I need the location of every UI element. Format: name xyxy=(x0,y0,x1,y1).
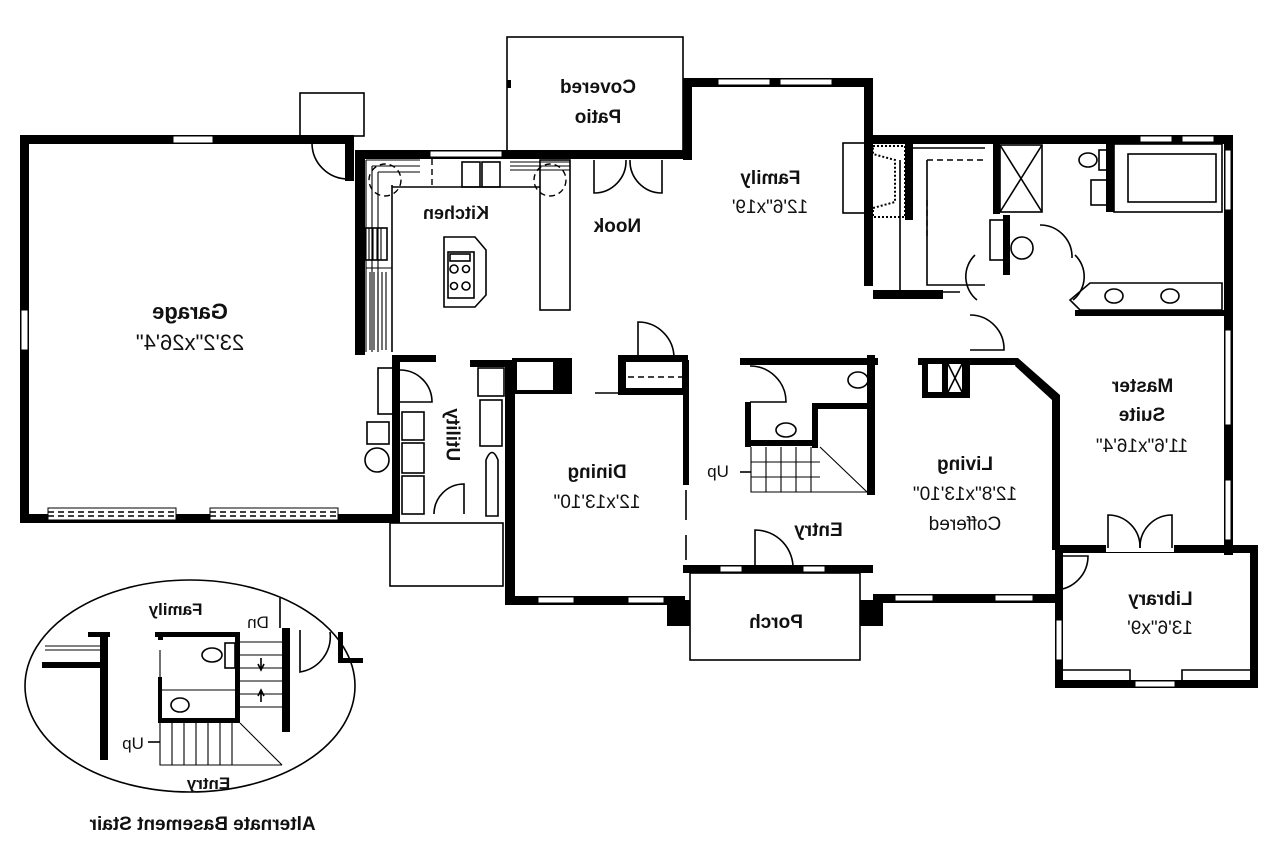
living-area xyxy=(873,358,1089,603)
garage-dims: 23'2"x26'4" xyxy=(136,330,244,355)
living-dims: 12'8"x13'10" xyxy=(913,484,1017,505)
utility-area xyxy=(389,355,510,587)
entry-stair-up-label: Up xyxy=(707,462,729,481)
dining-area xyxy=(505,321,689,605)
inset-entry-label: Entry xyxy=(186,774,230,793)
living-note: Coffered xyxy=(929,514,1002,535)
master-suite-label-line1: Master xyxy=(1111,376,1173,397)
entry-area xyxy=(683,355,878,573)
inset-up-label: Up xyxy=(122,734,144,753)
kitchen-area xyxy=(355,150,571,355)
living-label: Living xyxy=(937,454,993,475)
garage-label: Garage xyxy=(152,299,228,324)
kitchen-label: Kitchen xyxy=(423,203,489,223)
family-label: Family xyxy=(740,168,801,189)
covered-patio-label-line1: Covered xyxy=(560,77,636,98)
family-area xyxy=(593,78,913,286)
family-dims: 12'6"x19' xyxy=(732,197,808,218)
inset-title: Alternate Basement Stair xyxy=(89,814,316,835)
inset-down-label: Dn xyxy=(247,613,269,632)
library-area xyxy=(1055,514,1258,688)
master-bath-area xyxy=(873,135,1233,555)
library-label: Library xyxy=(1128,589,1193,610)
covered-patio-label-line2: Patio xyxy=(575,107,621,128)
alternate-stair-inset xyxy=(24,579,363,793)
entry-label: Entry xyxy=(794,520,843,541)
dining-dims: 12'x13'10" xyxy=(554,492,641,513)
covered-patio-area xyxy=(506,36,687,159)
library-dims: 13'6"x9' xyxy=(1127,618,1193,639)
garage-area xyxy=(20,92,395,523)
inset-family-label: Family xyxy=(148,600,202,619)
master-suite-label-line2: Suite xyxy=(1119,405,1165,426)
nook-label: Nook xyxy=(593,216,641,237)
porch-label: Porch xyxy=(749,612,803,633)
dining-label: Dining xyxy=(567,462,626,483)
master-suite-dims: 11'6"x16'4" xyxy=(1096,436,1188,457)
porch-area xyxy=(667,572,883,661)
utility-label: Utility xyxy=(442,408,463,461)
